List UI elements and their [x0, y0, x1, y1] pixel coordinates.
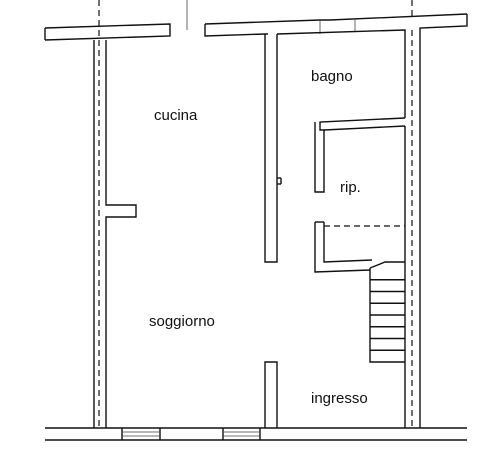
room-label-cucina: cucina: [154, 107, 198, 124]
interior-wall-lower: [264, 361, 278, 428]
staircase: [369, 261, 405, 363]
ripostiglio-walls: [314, 117, 406, 273]
interior-wall-center: [264, 34, 282, 263]
bottom-wall: [45, 427, 467, 441]
room-label-soggiorno: soggiorno: [149, 313, 215, 330]
boundary-dashes: [98, 0, 413, 428]
left-wall: [93, 40, 137, 428]
top-wall: [44, 0, 468, 428]
room-label-ingresso: ingresso: [311, 390, 368, 407]
room-label-bagno: bagno: [311, 68, 353, 85]
room-label-ripostiglio: rip.: [340, 179, 361, 196]
